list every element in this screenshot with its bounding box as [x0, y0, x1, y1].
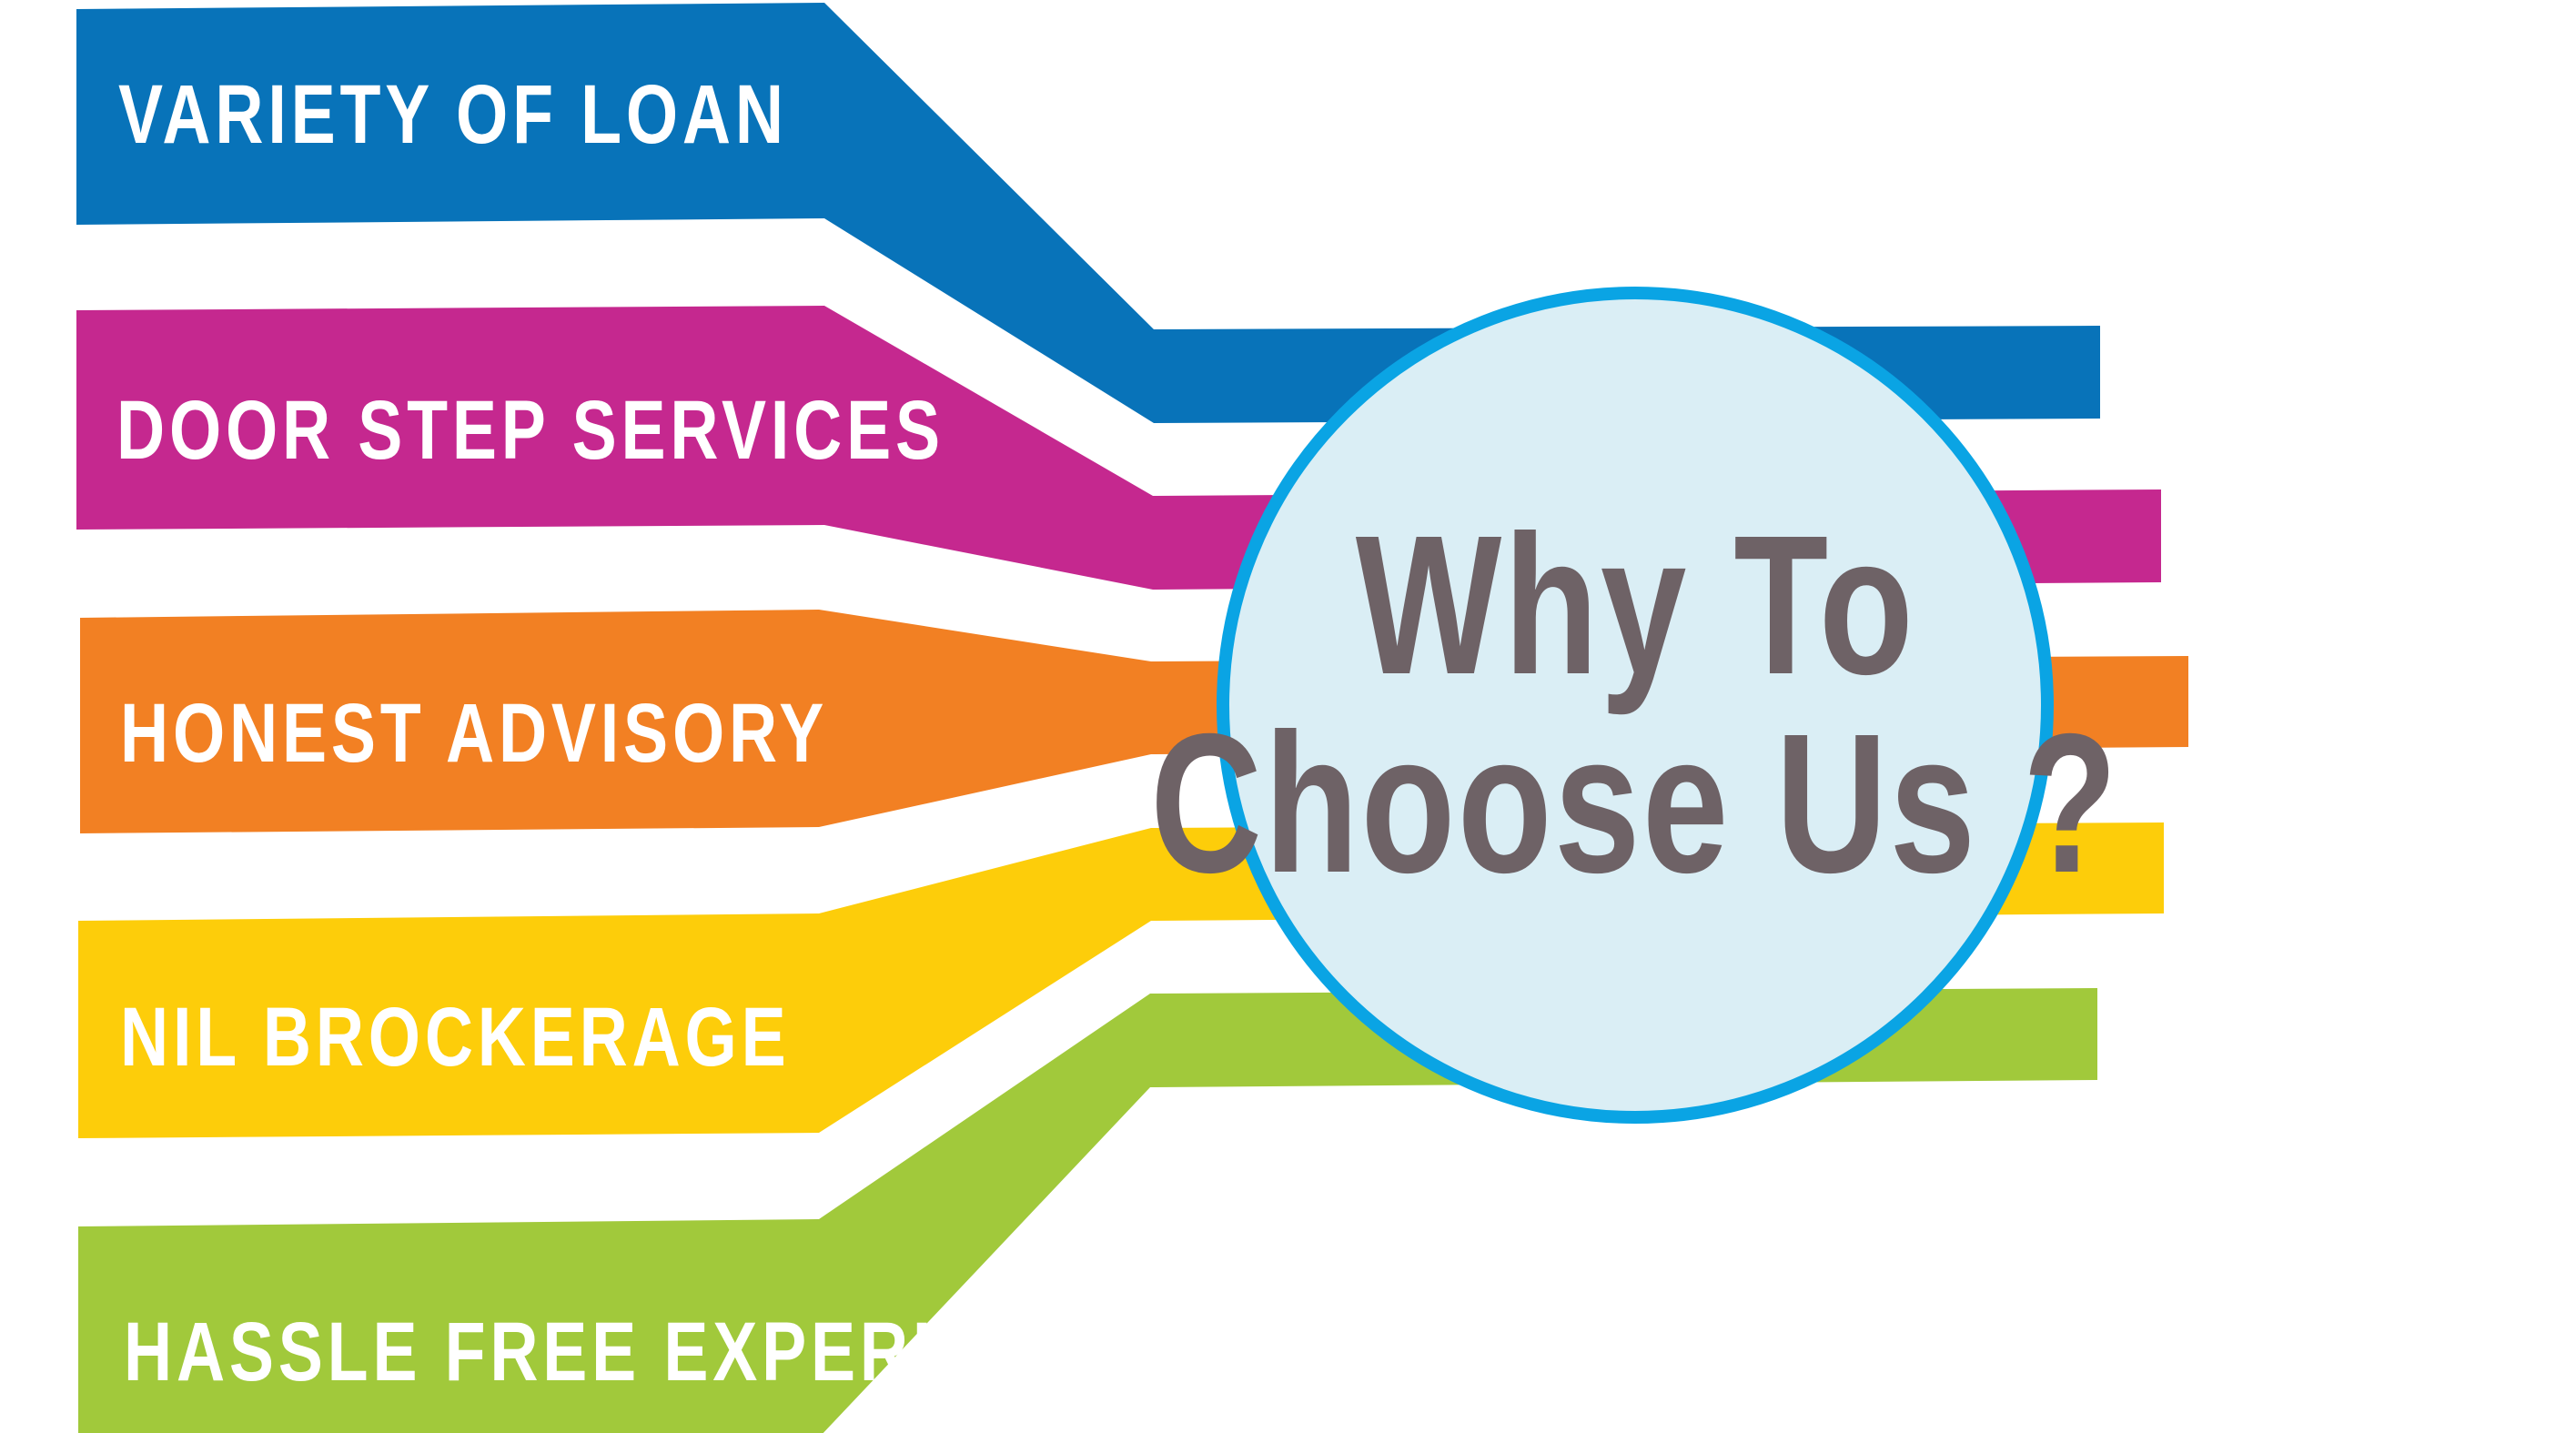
label-variety-of-loan: VARIETY OF LOAN: [118, 68, 788, 161]
label-honest-advisory: HONEST ADVISORY: [120, 687, 829, 780]
label-nil-brockerage: NIL BROCKERAGE: [120, 991, 791, 1084]
band-shape-variety-of-loan: [76, 3, 2100, 423]
label-door-step-services: DOOR STEP SERVICES: [116, 384, 945, 477]
center-circle: Why To Choose Us ?: [1151, 287, 2117, 1124]
band-shape-hassle-free-experience: [78, 988, 2097, 1433]
label-hassle-free-experience: HASSLE FREE EXPERIENCE: [124, 1306, 1139, 1398]
center-title-line-1: Why To: [1355, 495, 1915, 716]
center-title-line-2: Choose Us ?: [1150, 693, 2120, 914]
